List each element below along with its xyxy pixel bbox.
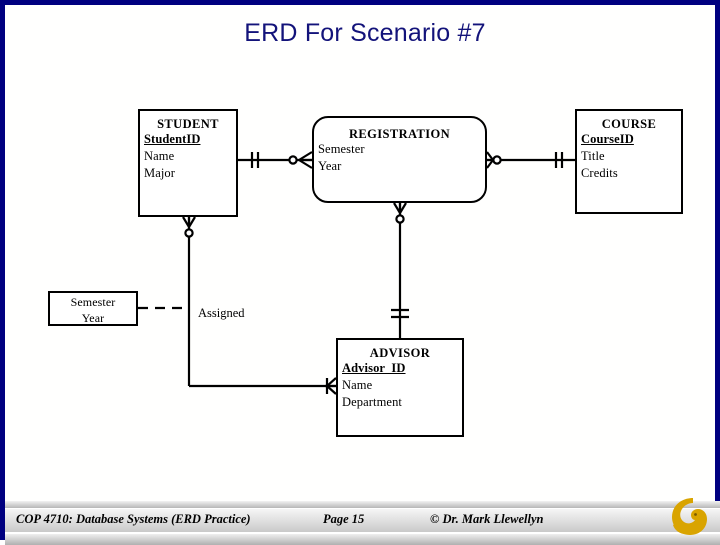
entity-course-name: COURSE	[601, 117, 657, 131]
crow-reg-left-2	[298, 151, 313, 161]
footer-course-text: COP 4710: Database Systems (ERD Practice…	[16, 512, 251, 526]
entity-registration-attr-year: Year	[318, 159, 342, 173]
footer-band-divider	[5, 532, 720, 534]
entity-semester-year-attr-semester: Semester	[70, 295, 116, 309]
crow-reg-right-2	[486, 151, 494, 161]
crow-advisor-left-2	[326, 377, 337, 387]
card-zero-circle-reg-right	[492, 155, 502, 165]
footer-band-main	[5, 509, 720, 532]
entity-advisor-attr-name: Name	[342, 378, 373, 392]
crow-reg-bottom-2	[393, 202, 401, 214]
entity-semester-year[interactable]: Semester Year	[48, 291, 138, 326]
ucf-pegasus-logo	[672, 498, 707, 535]
entity-student-attr-major: Major	[144, 166, 176, 180]
entity-registration-attr-semester: Semester	[318, 142, 365, 156]
footer-page-number: Page 15	[323, 512, 365, 526]
entity-advisor-attr-department: Department	[342, 395, 403, 409]
entity-advisor-attr-advisorid: Advisor_ID	[342, 361, 406, 375]
footer-band-highlight	[5, 508, 720, 509]
footer-copyright: © Dr. Mark Llewellyn	[430, 512, 544, 526]
card-zero-circle-reg-bottom	[395, 214, 405, 224]
entity-registration[interactable]: REGISTRATION Semester Year	[312, 116, 487, 203]
entity-course-attr-credits: Credits	[581, 166, 618, 180]
page-title: ERD For Scenario #7	[244, 19, 486, 47]
erd-connector-canvas	[138, 151, 575, 395]
crow-student-bottom-2	[182, 216, 190, 228]
entity-student[interactable]: STUDENT StudentID Name Major	[138, 109, 238, 217]
crow-advisor-left-3	[326, 385, 337, 395]
card-zero-circle-reg-left	[288, 155, 298, 165]
crow-reg-right-3	[486, 159, 494, 169]
entity-student-attr-studentid: StudentID	[144, 132, 201, 146]
entity-course[interactable]: COURSE CourseID Title Credits	[575, 109, 683, 214]
footer: COP 4710: Database Systems (ERD Practice…	[5, 501, 720, 545]
entity-semester-year-attr-year: Year	[81, 311, 105, 325]
entity-student-attr-name: Name	[144, 149, 175, 163]
entity-advisor-name: ADVISOR	[369, 346, 431, 360]
crow-reg-bottom-3	[399, 202, 407, 214]
crow-student-bottom-3	[188, 216, 196, 228]
crow-reg-left-3	[298, 159, 313, 169]
entity-student-name: STUDENT	[157, 117, 219, 131]
relationship-label-assigned: Assigned	[198, 306, 245, 320]
card-zero-circle-student-bottom	[184, 228, 194, 238]
entity-course-attr-courseid: CourseID	[581, 132, 634, 146]
entity-advisor[interactable]: ADVISOR Advisor_ID Name Department	[336, 338, 464, 437]
entity-course-attr-title: Title	[581, 149, 605, 163]
footer-band-top	[5, 501, 720, 508]
entity-registration-name: REGISTRATION	[348, 127, 451, 141]
